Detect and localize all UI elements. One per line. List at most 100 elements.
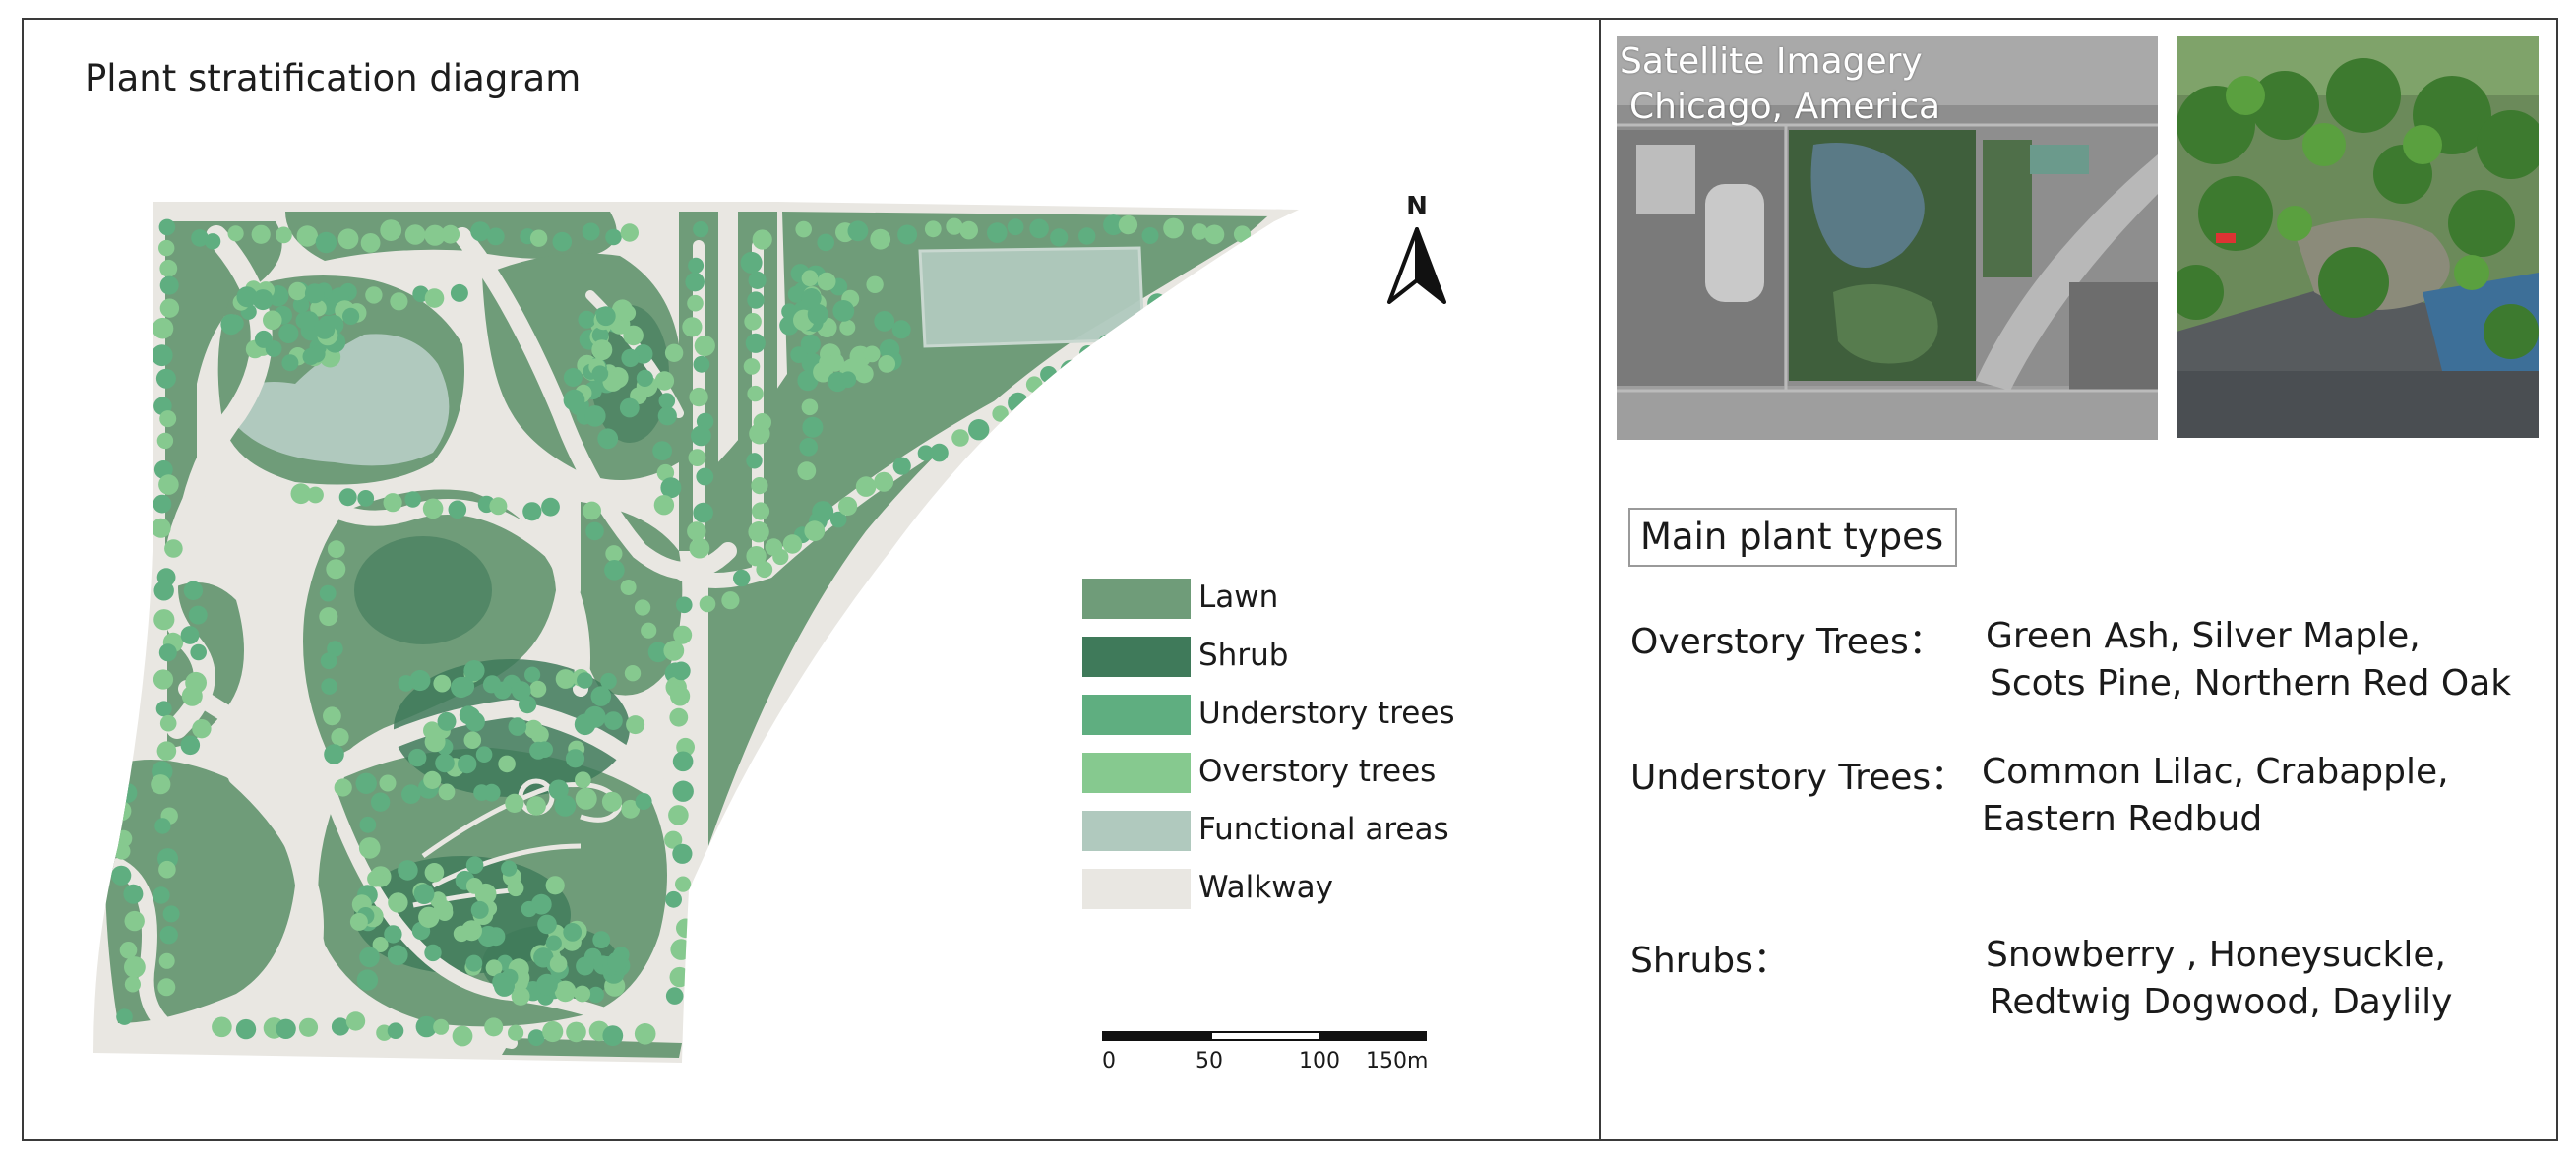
shrub-patch: [354, 536, 492, 644]
tree-canopy: [153, 669, 174, 690]
tree-canopy: [1029, 218, 1049, 239]
tree-canopy: [1191, 223, 1208, 240]
tree-canopy: [334, 778, 352, 797]
tree-canopy: [1119, 328, 1136, 344]
tree-canopy: [319, 584, 337, 602]
legend-swatch: [1082, 695, 1191, 735]
tree-canopy: [191, 229, 209, 247]
tree-canopy: [338, 488, 357, 507]
legend-label: Understory trees: [1198, 696, 1455, 731]
tree-canopy: [671, 661, 691, 681]
tree-canopy: [672, 780, 694, 802]
tree-canopy: [470, 900, 489, 919]
tree-canopy: [511, 986, 530, 1006]
tree-canopy: [802, 416, 824, 438]
tree-canopy: [924, 220, 942, 238]
tree-canopy: [290, 483, 312, 505]
tree-canopy: [379, 774, 397, 792]
tree-canopy: [413, 884, 435, 904]
tree-canopy: [357, 490, 375, 507]
tree-canopy: [153, 886, 170, 904]
tree-canopy: [251, 224, 271, 244]
understory-species: Common Lilac, Crabapple, Eastern Redbud: [1982, 749, 2449, 843]
tree-canopy: [390, 292, 408, 311]
legend-label: Walkway: [1198, 870, 1333, 905]
tree-canopy: [746, 546, 767, 567]
tree-canopy: [505, 793, 524, 814]
tree-canopy: [847, 220, 869, 242]
tree-canopy: [652, 441, 672, 460]
scale-tick: 100: [1299, 1049, 1340, 1073]
tree-canopy: [359, 947, 380, 968]
tree-canopy: [461, 920, 482, 942]
tree-canopy: [117, 783, 138, 803]
functional-area-pond: [226, 334, 450, 466]
tree-canopy: [159, 926, 178, 945]
tree-canopy: [494, 975, 515, 997]
tree-canopy: [153, 580, 174, 601]
legend-label: Overstory trees: [1198, 754, 1437, 789]
tree-canopy: [383, 493, 402, 513]
scale-tick: 0: [1102, 1049, 1116, 1073]
tree-canopy: [587, 986, 604, 1004]
tree-canopy: [664, 830, 683, 849]
overstory-line2: Scots Pine, Northern Red Oak: [1990, 663, 2512, 703]
tree-canopy: [563, 389, 585, 411]
tree-canopy: [180, 626, 200, 644]
tree-canopy: [1078, 227, 1096, 245]
tree-canopy: [151, 344, 173, 367]
tree-canopy: [874, 311, 895, 332]
tree-canopy: [465, 711, 485, 732]
tree-canopy: [508, 717, 527, 736]
tree-canopy: [370, 792, 391, 812]
tree-canopy: [365, 286, 383, 304]
park-plan-map: [93, 202, 1299, 1063]
tree-canopy: [192, 719, 212, 739]
tree-canopy: [278, 323, 299, 343]
tree-canopy: [660, 477, 682, 499]
tree-canopy: [1008, 392, 1029, 414]
tree-canopy: [691, 425, 711, 447]
tree-canopy: [647, 642, 669, 663]
tree-canopy: [1233, 225, 1252, 243]
tree-canopy: [158, 218, 176, 236]
tree-canopy: [542, 1020, 564, 1043]
tree-canopy: [1050, 228, 1069, 247]
tree-canopy: [748, 271, 767, 289]
tree-canopy: [801, 270, 819, 287]
tree-canopy: [795, 220, 812, 238]
tree-canopy: [1163, 217, 1184, 239]
tree-canopy: [477, 925, 499, 947]
tree-canopy: [656, 463, 675, 482]
tree-canopy: [433, 1018, 450, 1035]
tree-canopy: [917, 445, 934, 461]
tree-canopy: [582, 222, 600, 241]
tree-canopy: [536, 973, 558, 996]
tree-canopy: [288, 281, 307, 301]
tree-canopy: [276, 1018, 296, 1040]
overstory-species: Green Ash, Silver Maple, Scots Pine, Nor…: [1986, 613, 2511, 707]
tree-canopy: [533, 947, 554, 968]
tree-canopy: [554, 980, 577, 1003]
tree-canopy: [529, 741, 548, 760]
tree-canopy: [812, 501, 834, 523]
legend-swatch: [1082, 579, 1191, 619]
tree-canopy: [331, 728, 349, 747]
tree-canopy: [555, 669, 576, 689]
tree-canopy: [529, 680, 547, 698]
tree-canopy: [281, 354, 299, 372]
tree-canopy: [541, 497, 560, 517]
tree-canopy: [657, 406, 677, 426]
tree-canopy: [563, 368, 583, 387]
tree-canopy: [605, 228, 622, 246]
tree-canopy: [744, 313, 762, 331]
tree-canopy: [575, 787, 597, 810]
tree-canopy: [154, 818, 171, 834]
tree-canopy: [408, 748, 427, 767]
tree-canopy: [235, 1018, 257, 1040]
tree-canopy: [319, 607, 338, 627]
tree-canopy: [367, 870, 385, 887]
understory-label: Understory Trees：: [1630, 758, 1967, 798]
tree-canopy: [463, 731, 482, 749]
tree-canopy: [623, 325, 644, 346]
